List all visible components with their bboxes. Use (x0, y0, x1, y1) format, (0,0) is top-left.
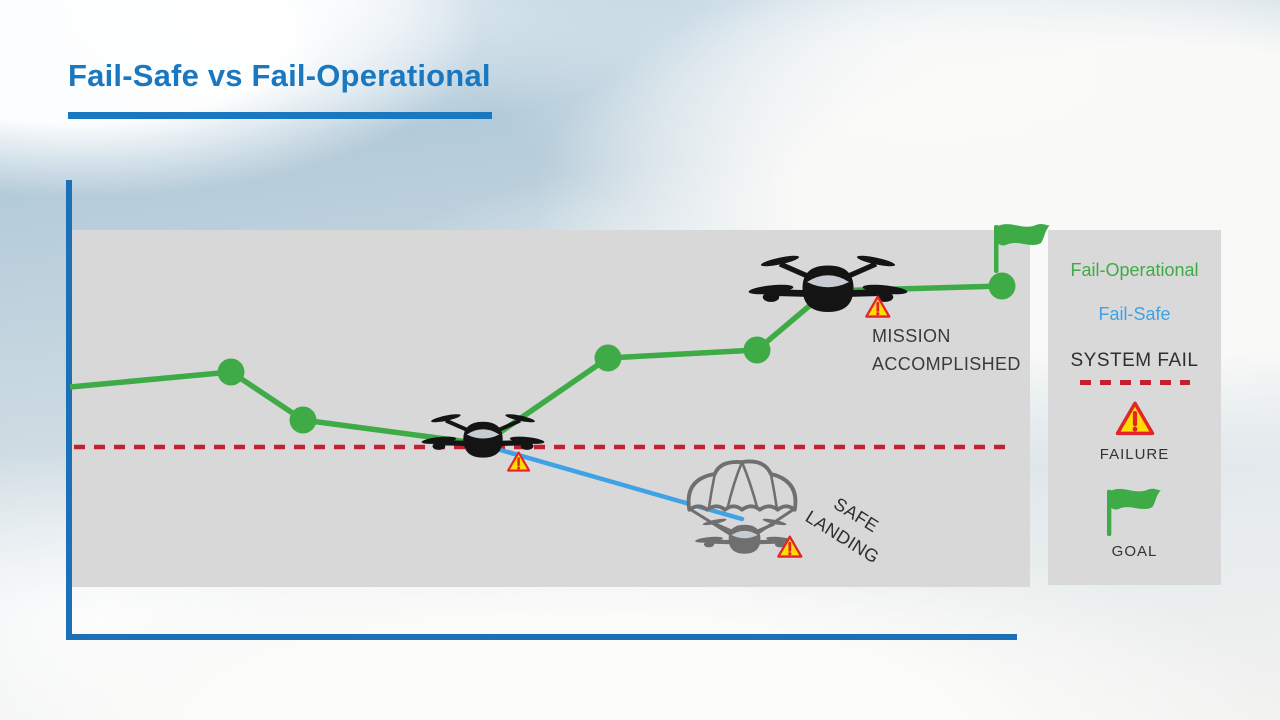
path-dot (988, 272, 1016, 300)
goal-flag-icon (994, 224, 1050, 273)
legend-failure: FAILURE (1099, 446, 1170, 463)
legend-panel: Fail-Operational Fail-Safe SYSTEM FAIL F… (1048, 230, 1221, 585)
legend-system-fail: SYSTEM FAIL (1070, 350, 1199, 371)
y-axis (66, 180, 72, 640)
x-axis (66, 634, 1017, 640)
drone-failing-icon (421, 413, 544, 458)
page-title: Fail-Safe vs Fail-Operational (68, 58, 491, 93)
path-dot (743, 336, 771, 364)
legend-fail-safe: Fail-Safe (1098, 304, 1171, 324)
path-dot (594, 344, 622, 372)
warning-icon (1114, 398, 1156, 438)
legend-fail-operational: Fail-Operational (1070, 260, 1199, 280)
system-fail-dash-sample (1080, 380, 1190, 385)
path-dot (217, 358, 245, 386)
goal-icon-wrap (1048, 482, 1221, 538)
path-dot (289, 406, 317, 434)
failure-icon-wrap (1048, 398, 1221, 438)
parachute-drone-icon (689, 461, 796, 553)
fail-operational-dots (217, 272, 1016, 434)
title-underline (68, 112, 492, 119)
goal-flag-icon (1106, 488, 1161, 537)
mission-accomplished-label: MISSION ACCOMPLISHED (872, 326, 1021, 374)
legend-goal: GOAL (1111, 543, 1158, 560)
fail-operational-path (69, 283, 1003, 447)
drone-operational-icon (748, 254, 908, 312)
